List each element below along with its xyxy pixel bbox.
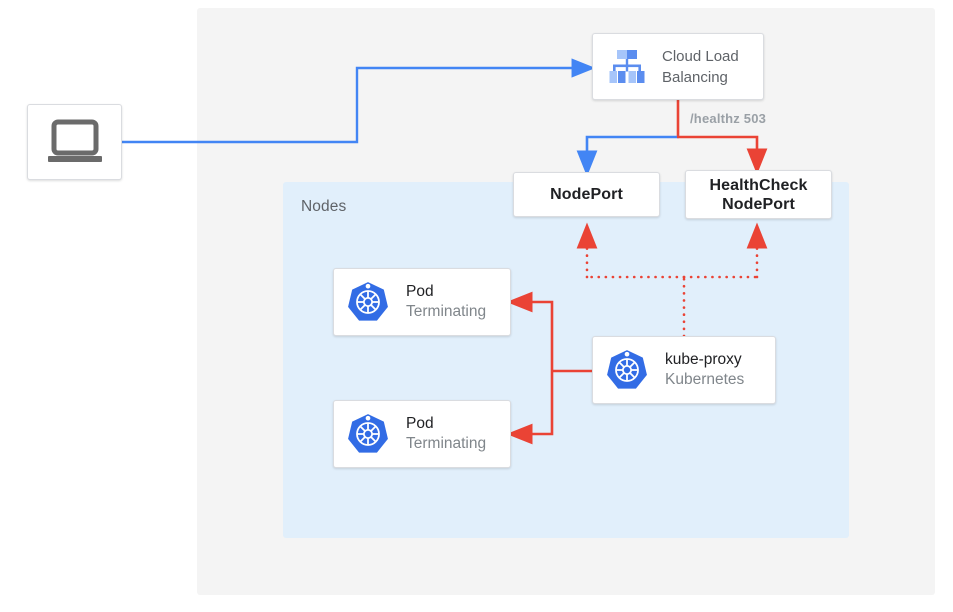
pod-bottom-name: Pod [406, 415, 434, 432]
pod-node-top[interactable]: Pod Terminating [333, 268, 511, 336]
nodeport-label: NodePort [550, 186, 623, 203]
kubernetes-icon [348, 414, 388, 453]
healthcheck-nodeport-node[interactable]: HealthCheck NodePort [685, 170, 832, 219]
nodeport-node[interactable]: NodePort [513, 172, 660, 217]
pod-top-text: Pod Terminating [406, 282, 486, 322]
kubernetes-icon [348, 282, 388, 321]
edge-kubeproxy-to-pods [506, 291, 592, 445]
hcnp-line-1: HealthCheck [709, 176, 808, 194]
hcnp-line-2: NodePort [722, 195, 795, 213]
client-node[interactable] [27, 104, 122, 180]
kube-proxy-name: kube-proxy [665, 351, 742, 368]
cloud-load-balancing-text: Cloud Load Balancing [662, 46, 739, 88]
edge-kubeproxy-to-nodeports [576, 222, 768, 338]
laptop-icon [47, 119, 102, 162]
kubernetes-icon [607, 350, 647, 389]
healthcheck-nodeport-label: HealthCheck NodePort [709, 176, 807, 214]
pod-top-status: Terminating [406, 303, 487, 320]
cloud-load-balancing-icon [609, 49, 645, 83]
edge-client-to-lb [122, 58, 596, 144]
clb-line-2: Balancing [662, 68, 728, 86]
kube-proxy-text: kube-proxy Kubernetes [665, 350, 744, 390]
pod-node-bottom[interactable]: Pod Terminating [333, 400, 511, 468]
pod-bottom-text: Pod Terminating [406, 414, 486, 454]
kube-proxy-subtitle: Kubernetes [665, 371, 745, 388]
kube-proxy-node[interactable]: kube-proxy Kubernetes [592, 336, 776, 404]
nodes-region-label: Nodes [301, 198, 347, 215]
healthz-edge-label: /healthz 503 [690, 111, 767, 126]
pod-bottom-status: Terminating [406, 435, 487, 452]
pod-top-name: Pod [406, 283, 434, 300]
edge-lb-to-nodeport [576, 135, 679, 177]
cloud-load-balancing-node[interactable]: Cloud Load Balancing [592, 33, 764, 100]
clb-line-1: Cloud Load [662, 47, 739, 65]
edge-lb-to-healthcheck-nodeport [677, 135, 768, 175]
